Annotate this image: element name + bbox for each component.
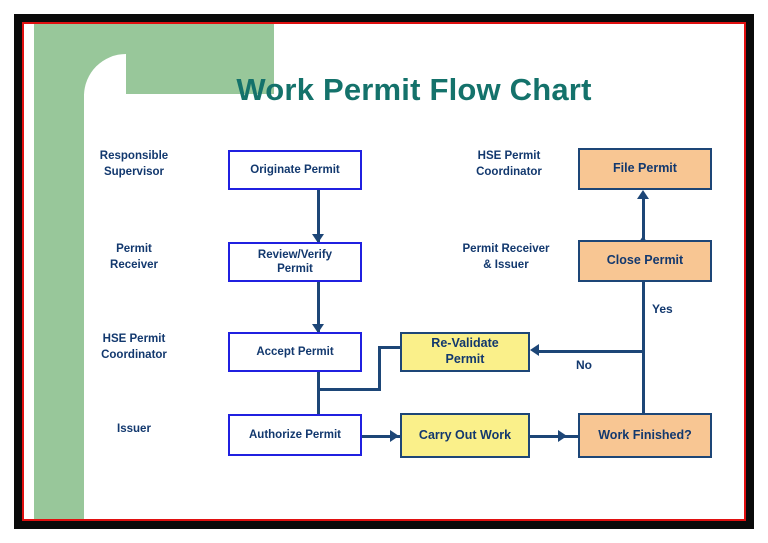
branch-label-yes: Yes (652, 302, 673, 316)
node-authorize-permit[interactable]: Authorize Permit (228, 414, 362, 456)
connector-originate-to-review (317, 190, 320, 242)
connector-no-branch (536, 350, 645, 353)
arrowhead-review-to-accept (312, 324, 324, 333)
connector-revalidate-down (378, 346, 381, 391)
role-label-responsible-supervisor: Responsible Supervisor (99, 150, 169, 178)
connector-carry-to-finished (530, 435, 578, 438)
node-carry-out-work[interactable]: Carry Out Work (400, 413, 530, 458)
green-band-corner-cut (84, 54, 126, 94)
arrowhead-no-branch (530, 344, 539, 356)
arrowhead-close-to-file (637, 190, 649, 199)
arrowhead-originate-to-review (312, 234, 324, 243)
connector-revalidate-left (317, 388, 381, 391)
node-accept-permit[interactable]: Accept Permit (228, 332, 362, 372)
page-title: Work Permit Flow Chart (236, 72, 592, 107)
connector-finished-spine (642, 240, 645, 415)
role-label-permit-receiver: Permit Receiver (110, 243, 158, 271)
node-review-verify-permit[interactable]: Review/Verify Permit (228, 242, 362, 282)
arrowhead-carry-to-finished (558, 430, 567, 442)
node-originate-permit[interactable]: Originate Permit (228, 150, 362, 190)
connector-review-to-accept (317, 282, 320, 334)
connector-authorize-to-carry (362, 435, 414, 438)
role-label-hse-permit-coordinator-right: HSE Permit Coordinator (476, 150, 542, 178)
node-re-validate-permit[interactable]: Re-Validate Permit (400, 332, 530, 372)
slide-page: Work Permit Flow Chart Responsible Super… (24, 24, 744, 519)
role-label-issuer: Issuer (117, 423, 151, 435)
node-file-permit[interactable]: File Permit (578, 148, 712, 190)
node-work-finished[interactable]: Work Finished? (578, 413, 712, 458)
node-close-permit[interactable]: Close Permit (578, 240, 712, 282)
role-label-permit-receiver-and-issuer: Permit Receiver & Issuer (462, 243, 550, 271)
connector-accept-to-authorize (317, 372, 320, 424)
connector-close-to-file (642, 196, 645, 242)
role-label-hse-permit-coordinator: HSE Permit Coordinator (101, 333, 167, 361)
branch-label-no: No (576, 358, 592, 372)
arrowhead-authorize-to-carry (390, 430, 399, 442)
connector-revalidate-into-box (378, 346, 400, 349)
green-band-horizontal (34, 24, 274, 54)
